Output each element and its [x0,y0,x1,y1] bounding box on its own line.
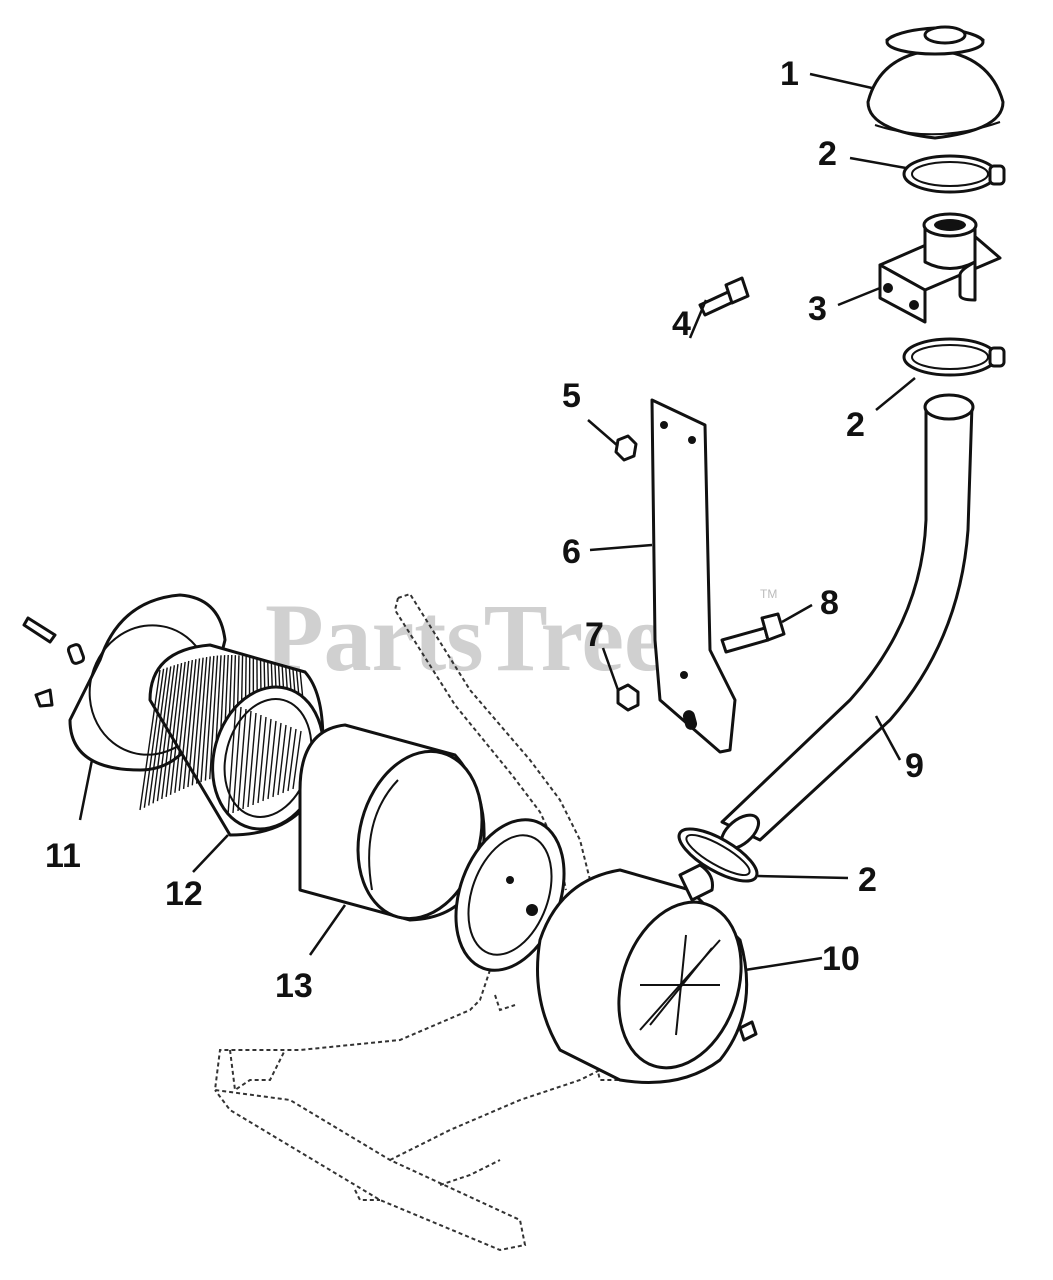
pleat-line [209,655,219,780]
mesh-line [227,704,237,816]
cover-plate [454,818,566,972]
mesh-line [287,728,297,792]
bolt-8 [720,612,786,654]
mesh-line [267,720,277,800]
callout-2-lower: 2 [858,861,877,899]
pleat-line [165,662,183,797]
pleat-line [200,656,211,783]
foam-precleaner [298,723,486,922]
hose-clamp-top [902,154,1006,194]
adapter-bracket [878,212,1002,324]
mesh-line [272,722,282,798]
mesh-line [252,714,262,806]
bolt-4 [698,276,750,317]
leader-lines [78,72,916,972]
callout-6: 6 [562,533,581,571]
callout-2-top: 2 [818,135,837,173]
pleat-line [178,659,194,791]
pleat-line [182,659,197,789]
pleat-line [139,669,161,811]
air-cleaner-housing [536,863,758,1084]
callout-9: 9 [905,747,924,785]
pleat-line [148,667,168,806]
mesh-line [257,716,267,804]
mesh-line [237,708,247,812]
callout-7: 7 [585,616,604,654]
pleated-filter [139,643,325,837]
pleat-line [152,666,172,804]
mesh-line [262,718,272,802]
mesh-line [247,712,257,808]
nut-7 [616,683,640,712]
callout-5: 5 [562,377,581,415]
callout-12: 12 [165,875,203,913]
hose-clamp-middle [902,337,1006,377]
callout-labels: 1 2 3 4 2 5 6 8 7 9 11 12 2 13 10 [45,55,924,1005]
callout-2-middle: 2 [846,406,865,444]
pleat-line [161,664,179,800]
pleat-line [174,660,190,793]
mesh-line [282,726,292,794]
mesh-line [292,730,302,790]
pleat-line [204,655,215,781]
pleat-line [143,668,165,808]
mesh-line [242,710,252,810]
callout-4: 4 [672,305,691,343]
pleat-line [169,661,186,795]
callout-1: 1 [780,55,799,93]
callout-8: 8 [820,584,839,622]
mesh-line [277,724,287,796]
intake-tube [719,393,975,851]
callout-10: 10 [822,940,860,978]
support-bracket [650,398,737,754]
callout-13: 13 [275,967,313,1005]
filter-inner-mesh [227,704,302,816]
nut-5 [614,434,638,462]
watermark-tm: TM [760,587,777,601]
pleat-line [195,656,208,784]
pre-cleaner-cap [866,25,1005,140]
pleat-line [191,657,204,786]
callout-3: 3 [808,290,827,328]
callout-11: 11 [45,837,81,875]
pleat-line [156,665,176,802]
pleat-line [187,658,201,788]
mesh-line [232,706,242,814]
watermark: PartsTree [265,584,667,691]
hose-clamp-lower [677,827,759,883]
